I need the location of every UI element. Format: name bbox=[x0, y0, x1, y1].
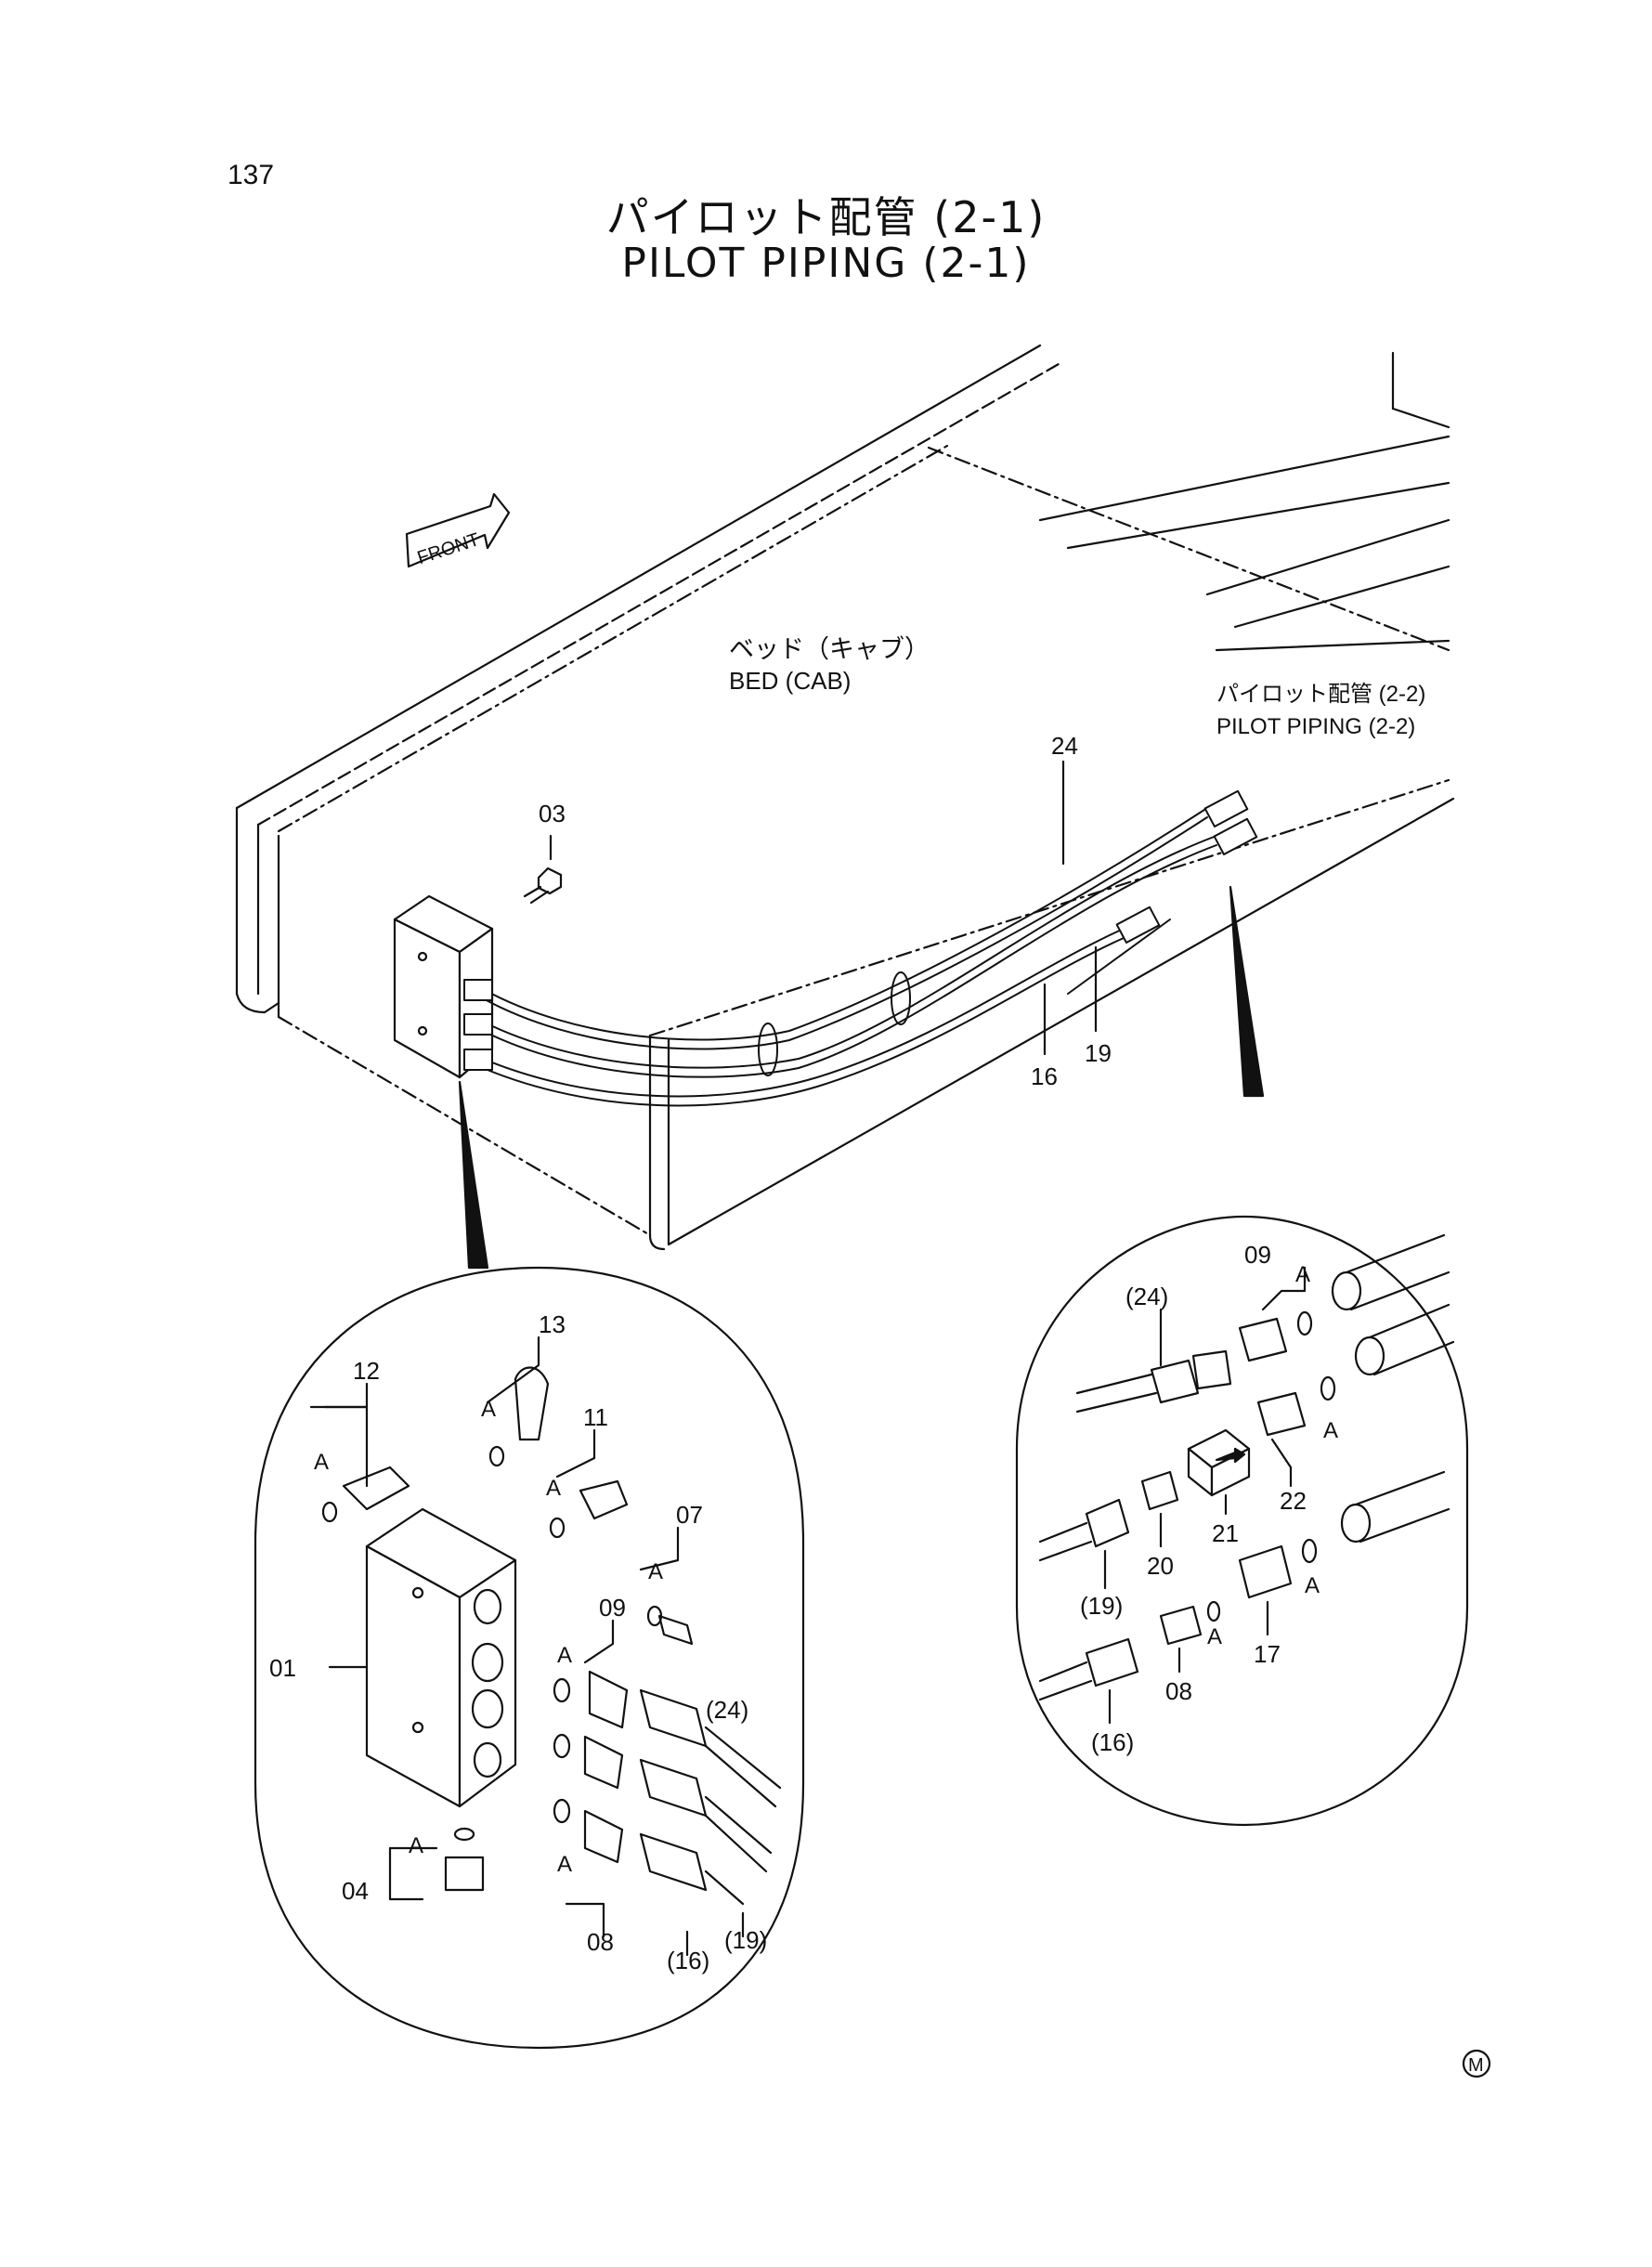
m-mark-icon bbox=[1462, 2049, 1491, 2078]
callout-03: 03 bbox=[539, 800, 566, 827]
left-a-3: A bbox=[546, 1476, 561, 1501]
left-a-2: A bbox=[314, 1450, 329, 1475]
right-a-2: A bbox=[1323, 1418, 1338, 1443]
left-a-7: A bbox=[557, 1852, 572, 1877]
hose-bundle bbox=[463, 789, 1258, 1107]
right-a-4: A bbox=[1207, 1624, 1222, 1649]
detail-view-left bbox=[254, 1266, 805, 2050]
m-mark-label: M bbox=[1468, 2055, 1484, 2076]
left-a-4: A bbox=[648, 1559, 663, 1584]
front-arrow-icon: FRONT bbox=[405, 492, 511, 568]
left-callout-16: (16) bbox=[667, 1947, 709, 1974]
detail-leader-right bbox=[1229, 885, 1265, 1098]
right-callout-24: (24) bbox=[1125, 1283, 1168, 1310]
right-callout-08: 08 bbox=[1165, 1677, 1192, 1705]
left-callout-24: (24) bbox=[706, 1696, 748, 1724]
left-callout-11: 11 bbox=[583, 1403, 608, 1431]
page-number: 137 bbox=[228, 160, 275, 190]
right-a-3: A bbox=[1305, 1573, 1320, 1598]
ref-label-en: PILOT PIPING (2-2) bbox=[1216, 714, 1415, 739]
callout-19: 19 bbox=[1085, 1039, 1112, 1067]
right-callout-22: 22 bbox=[1280, 1487, 1307, 1515]
right-a-1: A bbox=[1295, 1262, 1310, 1287]
left-callout-01: 01 bbox=[269, 1654, 296, 1682]
bolt-03 bbox=[523, 834, 563, 905]
right-callout-21: 21 bbox=[1212, 1519, 1239, 1547]
right-callout-20: 20 bbox=[1147, 1552, 1174, 1580]
detail-view-right bbox=[1015, 1215, 1469, 1827]
left-a-1: A bbox=[481, 1397, 496, 1422]
right-callout-17: 17 bbox=[1254, 1640, 1281, 1668]
left-a-6: A bbox=[409, 1833, 423, 1858]
right-callout-19: (19) bbox=[1080, 1592, 1123, 1620]
left-callout-08: 08 bbox=[587, 1928, 614, 1956]
detail-leader-left bbox=[458, 1080, 489, 1270]
left-callout-19: (19) bbox=[724, 1926, 767, 1954]
callout-24: 24 bbox=[1051, 732, 1078, 760]
left-callout-13: 13 bbox=[539, 1310, 566, 1338]
left-callout-04: 04 bbox=[342, 1877, 369, 1905]
title-english: PILOT PIPING (2-1) bbox=[621, 240, 1031, 287]
ref-label-jp: パイロット配管 (2-2) bbox=[1216, 682, 1425, 707]
left-a-5: A bbox=[557, 1643, 572, 1668]
bed-label-jp: ベッド（キャブ） bbox=[729, 635, 930, 663]
callout-16: 16 bbox=[1031, 1062, 1058, 1090]
cab-bed-outline bbox=[235, 344, 1455, 1251]
left-callout-07: 07 bbox=[676, 1501, 703, 1529]
left-callout-12: 12 bbox=[353, 1357, 380, 1385]
left-callout-09: 09 bbox=[599, 1594, 626, 1622]
bed-label-en: BED (CAB) bbox=[729, 667, 851, 695]
right-callout-16: (16) bbox=[1091, 1728, 1134, 1756]
right-callout-09: 09 bbox=[1244, 1241, 1271, 1269]
title-japanese: パイロット配管 (2-1) bbox=[605, 192, 1047, 242]
